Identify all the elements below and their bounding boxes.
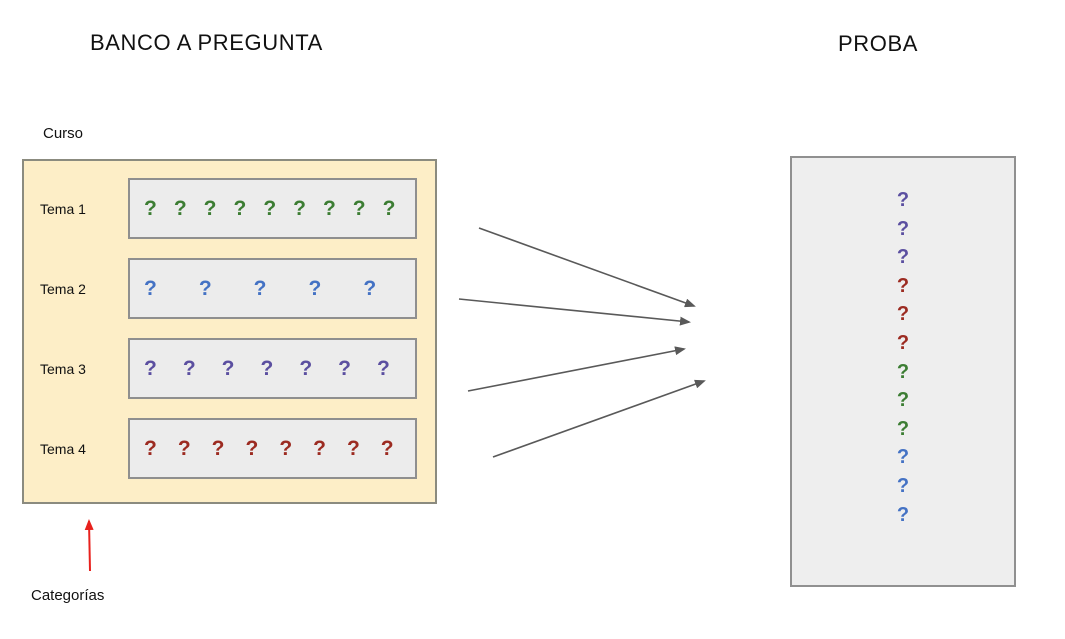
topic-question-row: ????????? <box>128 178 417 239</box>
topic-question-row: ????? <box>128 258 417 319</box>
question-mark: ? <box>896 303 910 326</box>
question-mark: ? <box>346 437 360 460</box>
course-box: Tema 1????????? Tema 2????? Tema 3??????? T… <box>22 159 437 504</box>
question-mark: ? <box>308 277 322 300</box>
question-mark: ? <box>896 474 910 497</box>
question-mark: ? <box>896 217 910 240</box>
question-mark: ? <box>896 274 910 297</box>
flow-arrow-3 <box>467 346 686 392</box>
question-mark: ? <box>182 357 196 380</box>
question-mark: ? <box>313 437 326 460</box>
question-mark: ? <box>299 357 313 380</box>
question-mark: ? <box>245 437 259 460</box>
course-label: Curso <box>43 125 84 142</box>
topic-label: Tema 4 <box>40 441 86 457</box>
question-mark: ? <box>376 357 390 380</box>
topic-label: Tema 1 <box>40 201 86 217</box>
question-mark: ? <box>896 246 910 269</box>
question-mark: ? <box>144 357 157 380</box>
question-mark: ? <box>896 417 910 440</box>
question-mark: ? <box>203 197 217 220</box>
question-mark: ? <box>221 357 235 380</box>
topic-label: Tema 3 <box>40 361 86 377</box>
question-bank-title: BANCO A PREGUNTA <box>90 30 323 55</box>
flow-arrow-1 <box>478 227 696 308</box>
question-mark: ? <box>253 277 267 300</box>
question-mark: ? <box>896 331 910 354</box>
question-mark: ? <box>279 437 293 460</box>
question-mark: ? <box>896 503 910 526</box>
question-mark: ? <box>896 189 910 211</box>
question-mark: ? <box>363 277 377 300</box>
question-mark: ? <box>211 437 225 460</box>
question-mark: ? <box>352 197 366 220</box>
question-mark: ? <box>177 437 191 460</box>
question-mark: ? <box>896 360 910 383</box>
question-mark: ? <box>338 357 351 380</box>
question-mark: ? <box>263 197 277 220</box>
test-title: PROBA <box>838 31 919 56</box>
flow-arrow-2 <box>458 298 691 326</box>
question-mark: ? <box>198 277 212 300</box>
question-mark: ? <box>896 446 910 469</box>
question-mark: ? <box>260 357 274 380</box>
question-mark: ? <box>382 197 396 220</box>
question-mark: ? <box>322 197 336 220</box>
test-box: ???????????? <box>790 156 1016 587</box>
question-mark: ? <box>144 437 157 460</box>
question-mark: ? <box>144 197 157 220</box>
question-mark: ? <box>293 197 306 220</box>
flow-arrow-4 <box>492 379 706 458</box>
topic-question-row: ??????? <box>128 338 417 399</box>
categories-arrow <box>84 519 94 572</box>
categories-label: Categorías <box>31 587 105 604</box>
topic-label: Tema 2 <box>40 281 86 297</box>
question-mark: ? <box>380 437 394 460</box>
question-mark: ? <box>144 277 157 300</box>
question-mark: ? <box>173 197 187 220</box>
topic-question-row: ???????? <box>128 418 417 479</box>
question-mark: ? <box>896 389 910 412</box>
question-mark: ? <box>233 197 247 220</box>
